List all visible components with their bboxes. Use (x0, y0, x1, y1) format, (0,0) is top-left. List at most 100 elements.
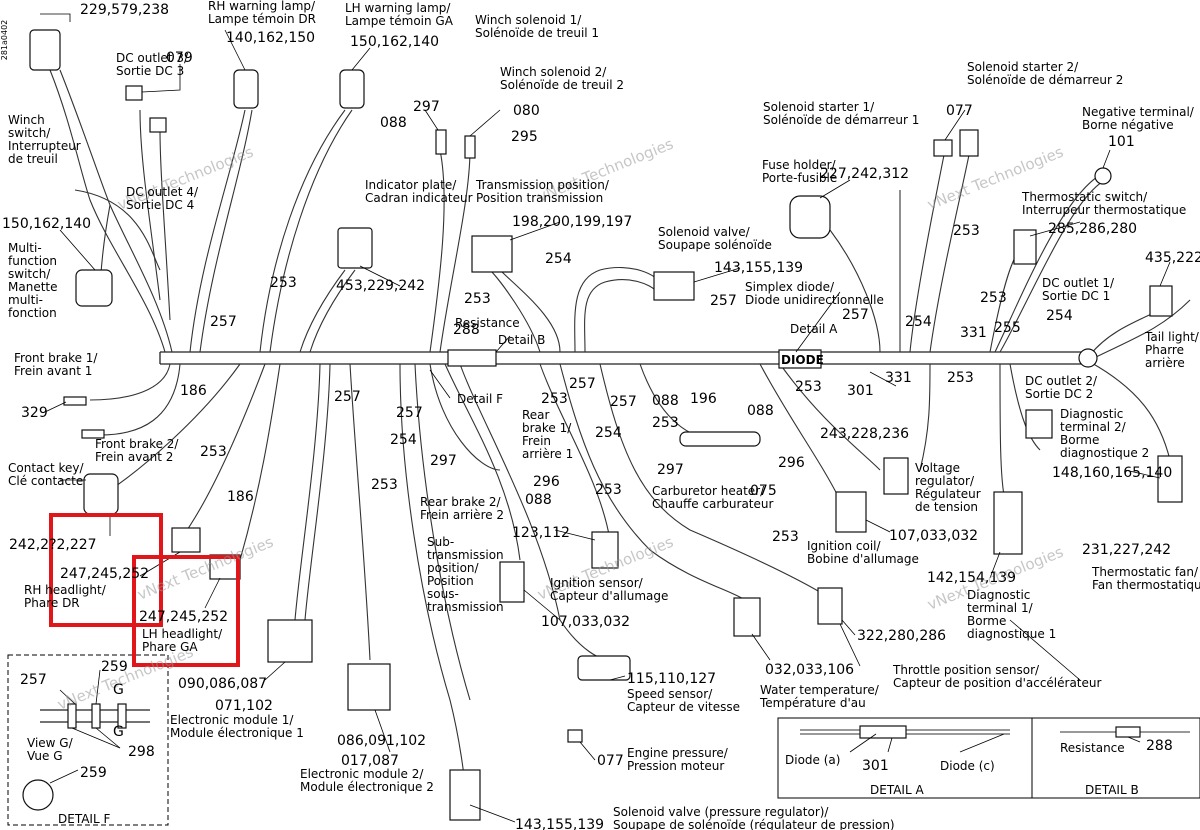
tail-light-grommet (1078, 348, 1098, 368)
label-line: Detail F (457, 392, 503, 406)
front-brake-2-connector (81, 429, 105, 439)
label-line: diagnostique 2 (1060, 446, 1149, 460)
callout: 296 (533, 474, 560, 490)
label-line: LH headlight/ (142, 627, 223, 641)
callout: 298 (128, 744, 155, 760)
callout: 079 (166, 50, 193, 66)
callout: 259 (101, 659, 128, 675)
label-line: Rear brake 2/ (420, 495, 502, 509)
label-front-brake-2: Front brake 2/Frein avant 2 (95, 437, 179, 464)
label-line: Thermostatic fan/ (1091, 565, 1199, 579)
callout: 254 (1046, 308, 1073, 324)
label-line: DC outlet 2/ (1025, 374, 1098, 388)
detail-f-box (7, 654, 169, 826)
callout: 032,033,106 (765, 662, 854, 678)
label-line: arrière (1145, 356, 1185, 370)
label-line: Lampe témoin GA (345, 14, 454, 28)
callout: 075 (750, 483, 777, 499)
label-line: transmission (427, 600, 504, 614)
label-line: Water temperature/ (760, 683, 880, 697)
callout: 253 (464, 291, 491, 307)
multi-function-connector (75, 269, 113, 307)
callout: 254 (545, 251, 572, 267)
callout: 143,155,139 (515, 817, 604, 830)
label-line: Solenoid valve/ (658, 225, 751, 239)
rh-headlight-highlight[interactable] (49, 513, 163, 627)
callout: 140,162,150 (226, 30, 315, 46)
watermark: vNext Technologies (135, 533, 276, 604)
label-solenoid-starter-1: Solenoid starter 1/Solénoïde de démarreu… (763, 100, 919, 127)
electronic-module-2-connector (347, 663, 391, 711)
diode-box (778, 349, 822, 369)
thermostatic-switch-connector (1013, 229, 1037, 265)
label-line: Negative terminal/ (1082, 105, 1195, 119)
main-harness (49, 69, 1191, 791)
label-solenoid-valve-pressure: Solenoid valve (pressure regulator)/Soup… (613, 805, 895, 830)
label-line: Carburetor heater/ (652, 484, 765, 498)
callout: 229,579,238 (80, 2, 169, 18)
callout: 257 (210, 314, 237, 330)
callout: 247,245,252 (139, 609, 228, 625)
label-line: Vue G (27, 749, 63, 763)
label-line: Solénoïde de démarreur 2 (967, 73, 1123, 87)
callout: 253 (541, 391, 568, 407)
solenoid-valve-connector (653, 271, 695, 301)
label-line: Borme (967, 614, 1006, 628)
dc-outlet-3-connector (125, 85, 143, 101)
label-line: DC outlet 3/ (116, 51, 189, 65)
label-line: Porte-fusible (762, 171, 837, 185)
label-line: Manette (8, 280, 58, 294)
callout: 090,086,087 (178, 676, 267, 692)
label-line: regulator/ (915, 474, 975, 488)
callout: 259 (80, 765, 107, 781)
label-line: sous- (427, 587, 459, 601)
label-line: View G/ (27, 736, 74, 750)
label-line: Throttle position sensor/ (892, 663, 1040, 677)
label-rh-warning-lamp: RH warning lamp/Lampe témoin DR (208, 0, 316, 26)
voltage-regulator-connector (883, 457, 909, 495)
label-line: Ignition sensor/ (550, 576, 644, 590)
dc-outlet-1-connector (1149, 285, 1173, 317)
label-contact-key: Contact key/Clé contacte (8, 461, 85, 488)
callout: 301 (847, 383, 874, 399)
label-line: brake 1/ (522, 421, 572, 435)
label-engine-pressure: Engine pressure/Pression moteur (627, 746, 729, 773)
callout: 257 (20, 672, 47, 688)
callout: 088 (652, 393, 679, 409)
label-line: Phare DR (24, 596, 80, 610)
label-indicator-plate: Indicator plate/Cadran indicateur (365, 178, 473, 205)
label-line: Cadran indicateur (365, 191, 473, 205)
callout: 253 (652, 415, 679, 431)
label-winch-solenoid-2: Winch solenoid 2/Solénoïde de treuil 2 (500, 65, 624, 92)
callout: 254 (905, 314, 932, 330)
label-line: Capteur de position d'accélérateur (893, 676, 1101, 690)
callout: G (113, 682, 124, 698)
label-line: Diagnostic (967, 588, 1030, 602)
callout: 253 (772, 529, 799, 545)
label-throttle-position: Throttle position sensor/Capteur de posi… (892, 663, 1101, 690)
label-line: Electronic module 1/ (170, 713, 294, 727)
thermostatic-fan-connector (1157, 455, 1183, 503)
callout: 253 (953, 223, 980, 239)
label-line: multi- (8, 293, 43, 307)
label-line: Diagnostic (1060, 407, 1123, 421)
fuse-holder-connector (789, 195, 831, 239)
callout: 247,245,252 (60, 566, 149, 582)
label-line: Thermostatic switch/ (1021, 190, 1148, 204)
label-line: Diode unidirectionnelle (745, 293, 884, 307)
callout: G (113, 724, 124, 740)
callout: 143,155,139 (714, 260, 803, 276)
label-line: DETAIL F (58, 812, 110, 826)
callout: 297 (657, 462, 684, 478)
lh-headlight-highlight[interactable] (132, 555, 240, 667)
label-thermostatic-fan: Thermostatic fan/Fan thermostatique (1091, 565, 1200, 592)
callout: 115,110,127 (627, 671, 716, 687)
label-line: Front brake 1/ (14, 351, 98, 365)
label-thermostatic-switch: Thermostatic switch/Interrupeur thermost… (1021, 190, 1186, 217)
label-line: Sortie DC 1 (1042, 289, 1110, 303)
callout: 198,200,199,197 (512, 214, 632, 230)
label-line: Module électronique 1 (170, 726, 304, 740)
label-winch-solenoid-1: Winch solenoid 1/Solénoïde de treuil 1 (475, 13, 599, 40)
